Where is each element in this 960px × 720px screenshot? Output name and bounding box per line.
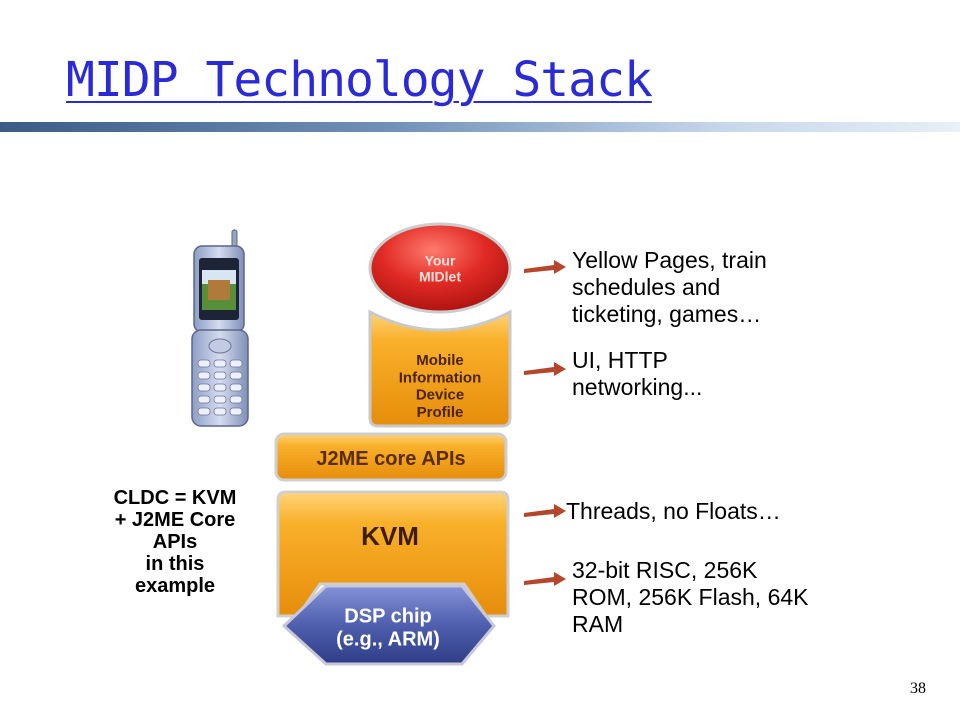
right-arrow-icon [524,260,566,274]
midp-description: UI, HTTP networking... [572,347,703,400]
midlet-description: Yellow Pages, train schedules and ticket… [572,247,767,327]
core-apis-label: J2ME core APIs [316,448,465,470]
core-apis-layer: J2ME core APIs [274,432,508,482]
chip-label: DSP chip(e.g., ARM) [336,606,440,651]
chip-layer: DSP chip(e.g., ARM) [281,584,496,666]
page-number: 38 [910,680,926,697]
right-arrow-icon [524,362,566,376]
title-rule [0,122,960,132]
kvm-label: KVM [361,521,419,551]
right-arrow-icon [524,572,566,586]
chip-description: 32-bit RISC, 256K ROM, 256K Flash, 64K R… [572,557,809,637]
slide-title: MIDP Technology Stack [66,52,653,108]
kvm-description: Threads, no Floats… [566,498,781,524]
right-arrow-icon [524,504,566,518]
flip-phone-icon [191,229,249,427]
cldc-note: CLDC = KVM + J2ME Core APIs in this exam… [113,487,237,597]
kvm-layer: KVM [276,490,510,618]
